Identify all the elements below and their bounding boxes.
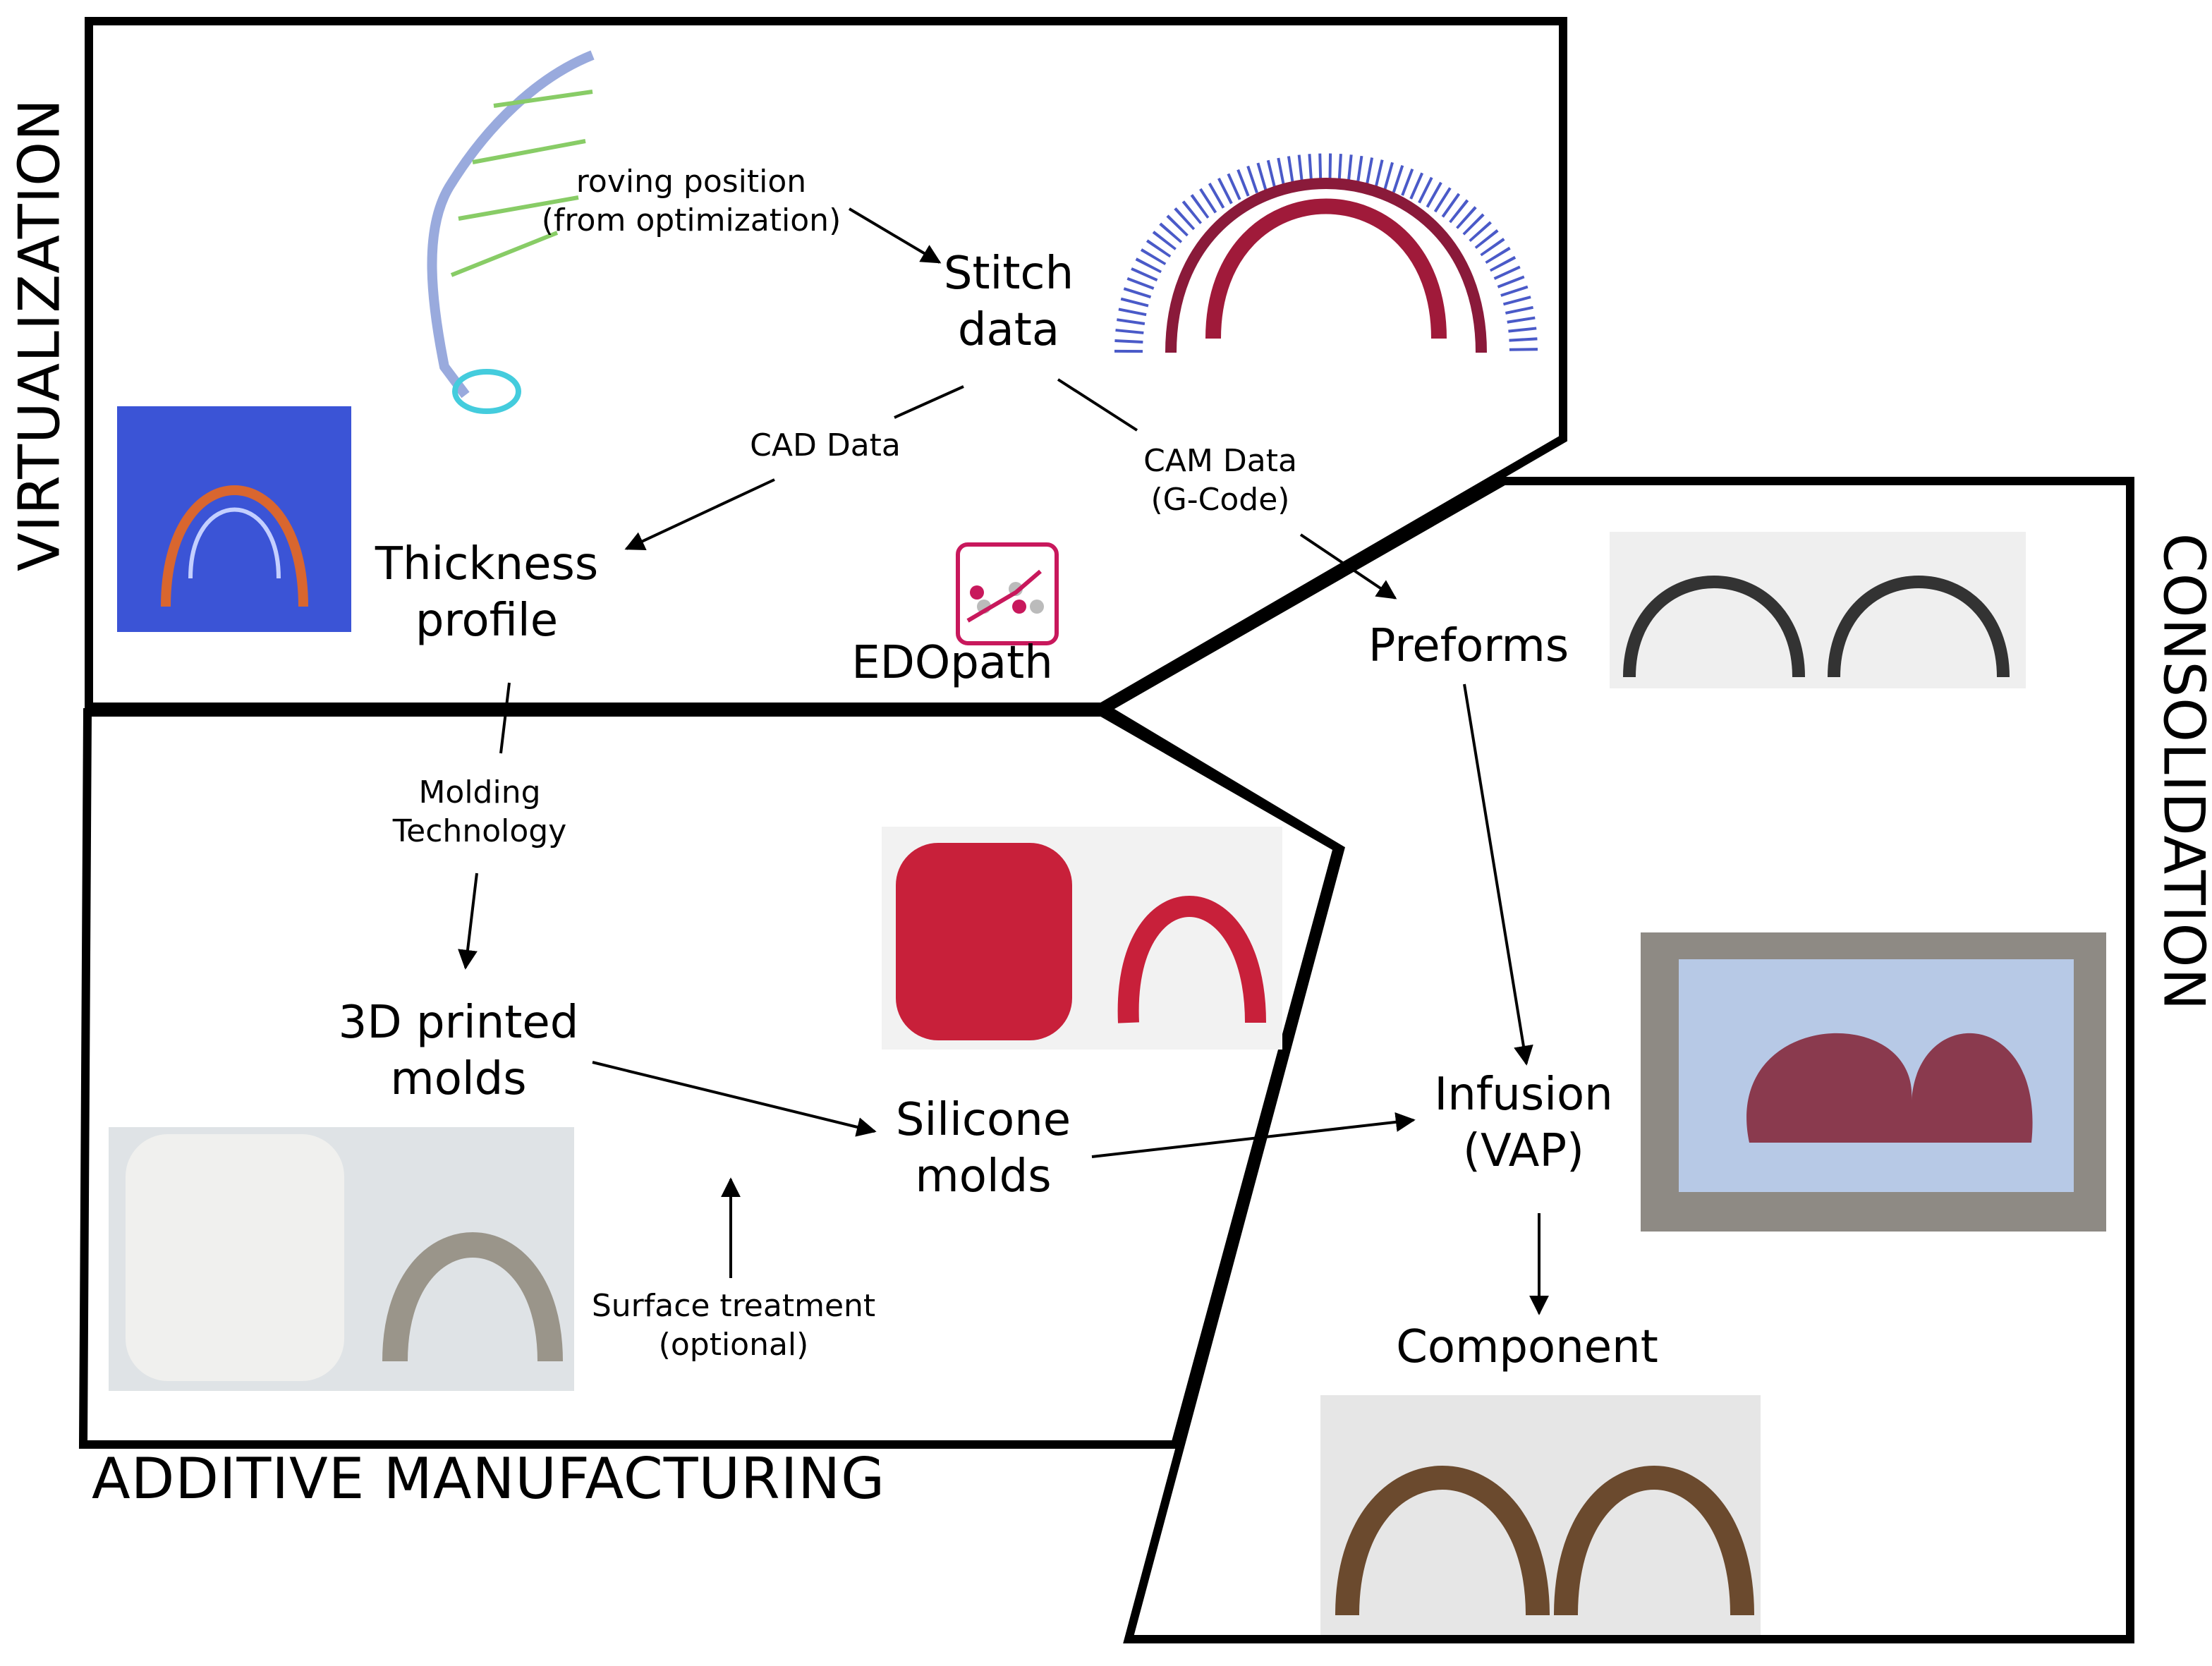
preforms-photo	[1610, 532, 2026, 688]
edopath-logo	[956, 542, 1059, 645]
arrow-cad-to-thickness	[624, 478, 775, 551]
node-silicone-molds: Silicone molds	[895, 1094, 1071, 1203]
line-stitch-to-cam	[1057, 378, 1138, 432]
node-infusion: Infusion (VAP)	[1434, 1069, 1613, 1177]
edge-label-cam-data: CAM Data (G-Code)	[1143, 443, 1297, 518]
edge-label-roving-position: roving position (from optimization)	[541, 164, 841, 238]
edge-label-cad-data: CAD Data	[750, 427, 901, 463]
additive-region	[78, 708, 1343, 1449]
roving-curve-render	[427, 50, 595, 414]
node-component: Component	[1396, 1321, 1658, 1373]
arrow-printed-to-silicone	[592, 1061, 877, 1137]
thickness-profile-render	[117, 406, 351, 632]
section-virtualization: VIRTUALIZATION	[6, 98, 73, 571]
edge-label-surface-treatment: Surface treatment (optional)	[591, 1288, 876, 1363]
silicone-molds-photo	[882, 827, 1282, 1050]
arrow-cam-to-preforms	[1299, 533, 1397, 600]
component-photo	[1320, 1395, 1761, 1635]
stitch-data-render	[1114, 153, 1538, 353]
edge-label-molding-technology: Molding Technology	[392, 774, 567, 849]
node-stitch-data: Stitch data	[943, 248, 1074, 356]
consolidation-region	[1098, 477, 2134, 1643]
node-thickness-profile: Thickness profile	[375, 538, 599, 647]
arrow-roving-to-stitch	[848, 207, 942, 264]
node-3d-printed-molds: 3D printed molds	[338, 997, 579, 1105]
section-additive-manufacturing: ADDITIVE MANUFACTURING	[92, 1446, 886, 1512]
node-preforms: Preforms	[1368, 620, 1569, 672]
virtualization-region	[85, 17, 1567, 711]
line-thickness-to-molding	[499, 682, 511, 754]
arrow-molding-to-printed	[458, 872, 478, 970]
node-edopath: EDOpath	[851, 637, 1053, 689]
arrow-preforms-to-infusion	[1463, 683, 1533, 1066]
arrow-silicone-to-infusion	[1091, 1112, 1416, 1158]
line-stitch-to-cad	[894, 385, 964, 419]
section-consolidation: CONSOLIDATION	[2151, 533, 2212, 1011]
infusion-photo	[1641, 932, 2106, 1232]
printed-molds-photo	[109, 1127, 574, 1391]
